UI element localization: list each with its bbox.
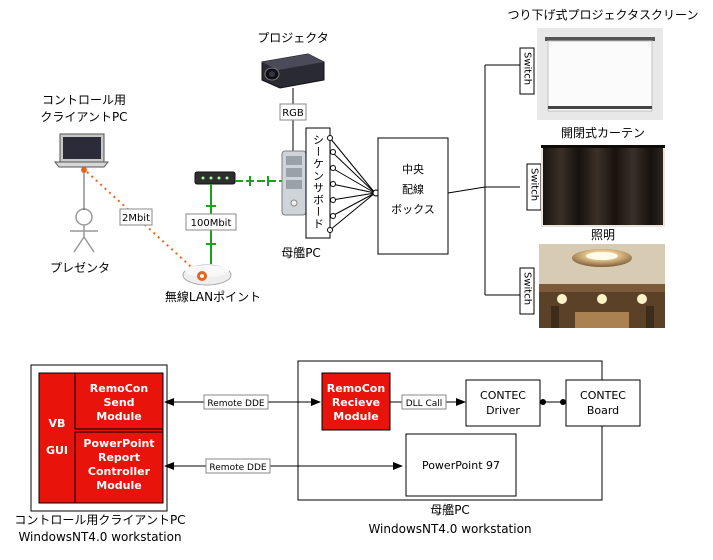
projector-screen-icon xyxy=(537,28,663,120)
rgb-label: RGB xyxy=(282,108,304,119)
link-2mbit-tag xyxy=(119,208,153,226)
wireless-link xyxy=(86,171,201,276)
contec-board-line1: CONTEC xyxy=(580,389,626,402)
remote-dde-label-2: Remote DDE xyxy=(209,463,266,473)
mothership-pc-icon xyxy=(281,150,307,216)
rgb-tag xyxy=(279,103,307,121)
sequencer-board xyxy=(305,127,331,239)
sequencer-label: シーケンサボード xyxy=(312,134,325,230)
lighting-label: 照明 xyxy=(591,228,615,242)
mothership-caption-line2: WindowsNT4.0 workstation xyxy=(368,522,531,536)
remote-dde-tag-1 xyxy=(203,394,269,410)
remocon-recv-line3: Module xyxy=(333,410,378,423)
contec-driver-line2: Driver xyxy=(486,404,520,417)
switch-curtain-label: Switch xyxy=(529,168,540,201)
remocon-send-line1: RemoCon xyxy=(90,382,148,395)
pp-ctrl-line2: Report xyxy=(98,451,140,464)
screen-label: つり下げ式プロジェクタスクリーン xyxy=(508,8,699,22)
client-caption-line1: コントロール用クライアントPC xyxy=(14,513,185,527)
central-box-line1: 中央 xyxy=(402,163,424,176)
central-box-line3: ボックス xyxy=(391,203,435,216)
projector-label: プロジェクタ xyxy=(257,31,329,45)
central-box-line2: 配線 xyxy=(402,182,424,196)
curtain-label: 開閉式カーテン xyxy=(561,126,645,140)
pp-ctrl-line4: Module xyxy=(96,479,141,492)
remocon-recieve-module xyxy=(321,372,391,431)
switch-screen-label: Switch xyxy=(522,52,533,85)
remocon-send-line2: Send xyxy=(103,396,134,409)
link-2mbit-label: 2Mbit xyxy=(122,213,150,224)
mothership-caption-line1: 母艦PC xyxy=(430,503,470,517)
wlan-label: 無線LANポイント xyxy=(165,289,261,304)
contec-driver-box xyxy=(465,379,541,427)
gui-label: GUI xyxy=(46,444,68,457)
client-label-line1: コントロール用 xyxy=(42,93,126,107)
switch-lighting xyxy=(519,267,535,315)
client-label-line2: クライアントPC xyxy=(40,110,127,124)
curtain-icon xyxy=(541,145,665,227)
contec-driver-line1: CONTEC xyxy=(480,389,526,402)
link-100mbit-tag xyxy=(185,213,237,231)
remote-dde-tag-2 xyxy=(205,458,271,474)
switch-lighting-label: Switch xyxy=(522,272,533,305)
remocon-recv-line2: Recieve xyxy=(332,396,380,409)
contec-board-line2: Board xyxy=(587,404,619,417)
link-100mbit-label: 100Mbit xyxy=(191,218,232,229)
presenter-figure-icon xyxy=(70,208,98,253)
wireless-access-point-icon xyxy=(182,264,232,286)
presenter-label: プレゼンタ xyxy=(50,261,110,275)
remocon-send-module xyxy=(74,372,164,430)
dll-call-tag xyxy=(401,394,447,410)
dll-call-label: DLL Call xyxy=(406,399,443,409)
sequencer-wires xyxy=(327,135,380,233)
pp-ctrl-line1: PowerPoint xyxy=(83,437,154,450)
vb-label: VB xyxy=(49,417,66,430)
switch-screen xyxy=(519,47,535,95)
projector-icon xyxy=(261,53,325,89)
powerpoint-box xyxy=(405,433,517,497)
central-wiring-box xyxy=(377,137,449,255)
powerpoint-label: PowerPoint 97 xyxy=(422,459,500,472)
ceiling-light-icon xyxy=(539,244,665,328)
remocon-send-line3: Module xyxy=(96,410,141,423)
pp-ctrl-line3: Controller xyxy=(88,465,151,478)
network-hub-icon xyxy=(194,171,236,185)
switch-wiring xyxy=(447,64,520,296)
contec-board-box xyxy=(565,379,641,427)
client-caption-line2: WindowsNT4.0 workstation xyxy=(18,530,181,544)
mothership-label: 母艦PC xyxy=(281,246,321,260)
remocon-recv-line1: RemoCon xyxy=(327,382,385,395)
pp-controller-module xyxy=(74,431,164,504)
laptop-icon xyxy=(53,133,110,173)
remote-dde-label-1: Remote DDE xyxy=(207,399,264,409)
